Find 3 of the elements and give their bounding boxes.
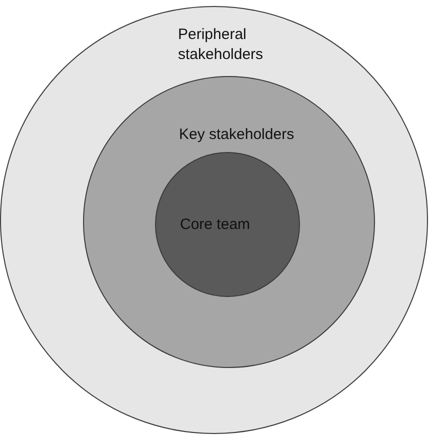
circle-label: Core team — [180, 215, 252, 235]
circle-label: Key stakeholders — [179, 125, 296, 145]
circle-label: Peripheral stakeholders — [178, 25, 264, 65]
